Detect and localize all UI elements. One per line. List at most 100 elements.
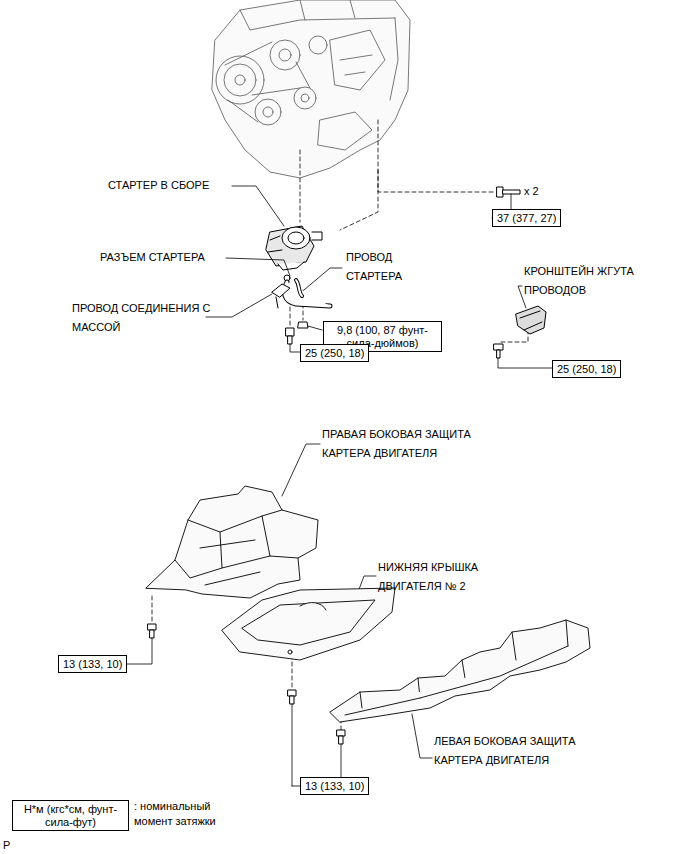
lower-cover-drawing bbox=[222, 588, 395, 660]
left-side-guard-drawing bbox=[330, 620, 590, 722]
part-name: СТАРТЕР В СБОРЕ bbox=[108, 176, 209, 195]
assembly-dash-line bbox=[340, 120, 378, 230]
lower-cover-drawing bbox=[222, 588, 395, 660]
torque-value: 37 (377, 27) bbox=[497, 212, 556, 225]
engine-drawing bbox=[309, 36, 327, 54]
bracket-drawing bbox=[520, 311, 542, 330]
part-name: ПРОВОД СТАРТЕРА bbox=[346, 248, 418, 286]
engine-drawing bbox=[330, 30, 385, 90]
bolt-symbol bbox=[298, 322, 308, 328]
engine-drawing bbox=[263, 107, 273, 117]
left-side-guard-drawing bbox=[360, 620, 568, 708]
bolt-symbol bbox=[339, 736, 343, 744]
leader-line bbox=[206, 294, 272, 317]
legend-text: : номинальный момент затяжки bbox=[134, 799, 244, 829]
bolt-symbol bbox=[503, 190, 520, 194]
part-name: РАЗЪЕМ СТАРТЕРА bbox=[100, 248, 205, 267]
starter-wire bbox=[296, 280, 302, 296]
engine-drawing bbox=[224, 64, 256, 96]
engine-drawing bbox=[225, 42, 310, 122]
torque-box: 13 (133, 10) bbox=[58, 655, 127, 673]
bolt-symbol bbox=[290, 696, 294, 704]
page-mark: P bbox=[3, 836, 10, 854]
leader-line bbox=[282, 444, 320, 496]
engine-drawing bbox=[212, 0, 410, 178]
assembly-dash-line bbox=[152, 596, 153, 624]
right-side-guard-drawing bbox=[262, 516, 270, 556]
lower-cover-drawing bbox=[288, 650, 292, 654]
torque-box: 25 (250, 18) bbox=[552, 360, 621, 378]
bracket-drawing bbox=[516, 306, 546, 334]
engine-drawing bbox=[279, 49, 291, 61]
engine-drawing bbox=[240, 10, 395, 30]
left-side-guard-drawing bbox=[330, 620, 590, 722]
starter-wire bbox=[296, 280, 302, 296]
bolt-symbol bbox=[337, 730, 345, 736]
torque-value: 13 (133, 10) bbox=[305, 780, 364, 793]
starter-wire bbox=[284, 282, 330, 306]
assembly-dash-line bbox=[500, 330, 528, 342]
bracket-drawing bbox=[516, 306, 546, 334]
bolt-symbol bbox=[494, 344, 503, 350]
part-name: ЛЕВАЯ БОКОВАЯ ЗАЩИТА КАРТЕРА ДВИГАТЕЛЯ bbox=[434, 732, 624, 770]
right-side-guard-drawing bbox=[222, 556, 298, 568]
torque-value: 25 (250, 18) bbox=[305, 347, 364, 360]
leader-line bbox=[124, 638, 341, 786]
torque-box: 25 (250, 18) bbox=[300, 344, 369, 362]
part-name: НИЖНЯЯ КРЫШКА ДВИГАТЕЛЯ № 2 bbox=[378, 558, 518, 596]
torque-value: Н*м (кгс*см, фунт-сила-фут) bbox=[17, 803, 124, 829]
engine-drawing bbox=[340, 55, 372, 75]
engine-drawing bbox=[255, 99, 281, 125]
leader-line bbox=[292, 704, 293, 786]
starter-wire bbox=[272, 280, 330, 308]
assembly-dash-line bbox=[152, 120, 528, 730]
assembly-dash-line bbox=[300, 150, 301, 222]
right-side-guard-drawing bbox=[200, 540, 260, 585]
leader-line bbox=[308, 326, 322, 330]
engine-drawing bbox=[235, 75, 245, 85]
leader-line bbox=[124, 638, 152, 664]
starter-wire bbox=[272, 284, 290, 297]
quantity-label: x 2 bbox=[524, 182, 539, 201]
legend-box: Н*м (кгс*см, фунт-сила-фут) bbox=[12, 800, 129, 831]
leader-line bbox=[290, 344, 300, 352]
starter-drawing bbox=[312, 232, 322, 240]
torque-box: 13 (133, 10) bbox=[300, 777, 369, 795]
bolt-symbol bbox=[497, 187, 520, 197]
right-side-guard-drawing bbox=[146, 486, 318, 598]
bolt-symbol bbox=[497, 187, 503, 197]
leader-line bbox=[412, 714, 432, 758]
engine-drawing bbox=[294, 87, 316, 109]
starter-drawing bbox=[288, 232, 304, 244]
lower-cover-drawing bbox=[300, 603, 326, 610]
right-side-guard-drawing bbox=[175, 532, 222, 578]
right-side-guard-drawing bbox=[146, 486, 318, 598]
engine-drawing bbox=[270, 40, 300, 70]
part-name: ПРОВОД СОЕДИНЕНИЯ С МАССОЙ bbox=[72, 299, 212, 337]
assembly-dash-line bbox=[292, 655, 293, 690]
bolt-symbol bbox=[494, 344, 503, 358]
engine-drawing bbox=[300, 0, 398, 100]
starter-wire bbox=[284, 282, 330, 306]
starter-drawing bbox=[266, 226, 322, 281]
starter-drawing bbox=[282, 227, 310, 249]
lower-cover-drawing bbox=[242, 600, 375, 645]
leader-line bbox=[498, 358, 552, 368]
engine-drawing bbox=[216, 56, 264, 104]
bolt-symbol bbox=[288, 690, 296, 696]
bolt-symbol bbox=[286, 322, 308, 344]
bolt-symbol bbox=[288, 336, 292, 344]
bolt-symbol bbox=[497, 350, 500, 358]
left-side-guard-drawing bbox=[345, 646, 568, 715]
engine-drawing bbox=[318, 112, 372, 150]
part-name: КРОНШТЕЙН ЖГУТА ПРОВОДОВ bbox=[524, 262, 654, 300]
torque-box: 37 (377, 27) bbox=[492, 209, 561, 227]
leader-line bbox=[226, 258, 290, 276]
leader-line bbox=[304, 268, 342, 290]
part-name: ПРАВАЯ БОКОВАЯ ЗАЩИТА КАРТЕРА ДВИГАТЕЛЯ bbox=[322, 425, 522, 463]
bolt-symbol bbox=[148, 624, 156, 630]
torque-value: 13 (133, 10) bbox=[63, 658, 122, 671]
